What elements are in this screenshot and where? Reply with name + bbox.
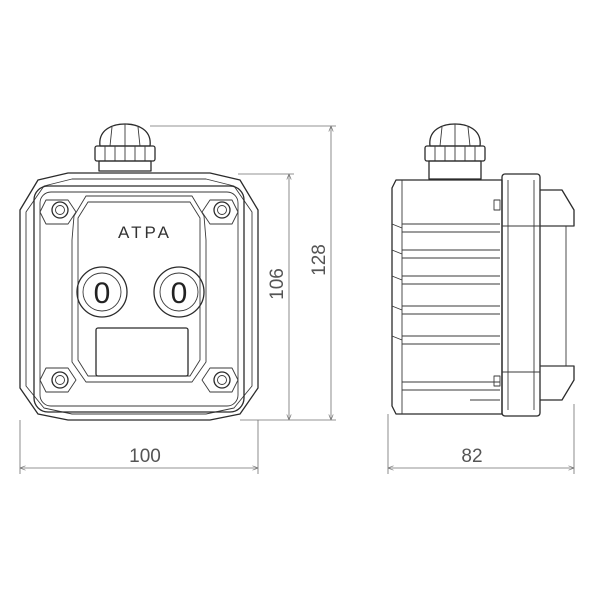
button-right: 0: [153, 266, 205, 318]
cable-gland-side: [424, 123, 486, 180]
side-body-outline: [391, 179, 503, 415]
dimension-body-height: 106: [267, 268, 288, 300]
corner-screw-br: [201, 367, 239, 393]
lid-outline: [33, 185, 245, 413]
side-fins: [391, 223, 500, 401]
dimension-width: 100: [129, 446, 161, 467]
button-left: 0: [76, 266, 128, 318]
front-view: ATPA 0 0: [19, 123, 259, 421]
dimension-total-height: 128: [309, 244, 330, 276]
button-left-label: 0: [94, 277, 111, 310]
side-view: [391, 123, 575, 417]
brand-label: ATPA: [118, 223, 172, 242]
button-right-label: 0: [171, 277, 188, 310]
housing-outline: [19, 172, 259, 421]
corner-screw-bl: [39, 367, 77, 393]
corner-screw-tr: [201, 199, 239, 225]
cable-gland-front: [94, 123, 156, 172]
dimension-depth: 82: [461, 446, 482, 467]
side-lid: [501, 173, 575, 417]
dimension-lines: 100 82 106 128: [19, 125, 575, 474]
label-window: [95, 327, 189, 377]
corner-screw-tl: [39, 199, 77, 225]
